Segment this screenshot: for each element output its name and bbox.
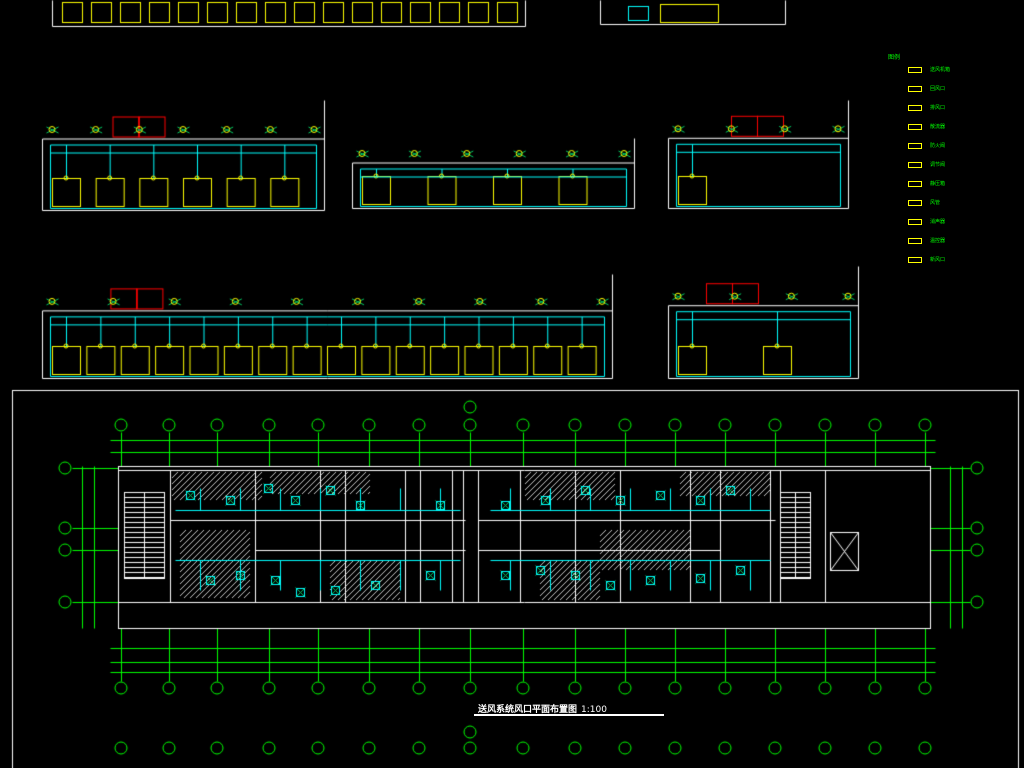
legend-label: 调节阀 [930, 162, 946, 168]
legend-item: 静压箱 [888, 180, 964, 192]
legend-symbol-icon [908, 143, 922, 149]
legend-symbol-icon [908, 200, 922, 206]
legend-label: 散流器 [930, 124, 946, 130]
legend-item: 新风口 [888, 256, 964, 268]
legend-symbol-icon [908, 86, 922, 92]
legend-item: 温控器 [888, 237, 964, 249]
legend-label: 防火阀 [930, 143, 946, 149]
legend-item: 散流器 [888, 123, 964, 135]
legend-symbol-icon [908, 181, 922, 187]
legend-symbol-icon [908, 162, 922, 168]
legend-symbol-icon [908, 257, 922, 263]
legend-item: 送风机箱 [888, 66, 964, 78]
plan-scale: 1:100 [581, 705, 607, 715]
legend-symbol-icon [908, 238, 922, 244]
legend-label: 静压箱 [930, 181, 946, 187]
legend-label: 温控器 [930, 238, 946, 244]
legend-item: 调节阀 [888, 161, 964, 173]
legend-symbol-icon [908, 124, 922, 130]
legend-symbol-icon [908, 105, 922, 111]
legend-symbol-icon [908, 219, 922, 225]
legend-label: 消声器 [930, 219, 946, 225]
legend-label: 送风机箱 [930, 67, 951, 73]
plan-title-underline [474, 714, 664, 716]
legend-label: 风管 [930, 200, 941, 206]
legend-title: 图例 [888, 54, 901, 61]
legend-item: 消声器 [888, 218, 964, 230]
legend-symbol-icon [908, 67, 922, 73]
plan-title-text: 送风系统风口平面布置图 [478, 705, 578, 715]
legend-item: 回风口 [888, 85, 964, 97]
legend: 图例 送风机箱回风口排风口散流器防火阀调节阀静压箱风管消声器温控器新风口 [888, 52, 964, 272]
legend-label: 回风口 [930, 86, 946, 92]
legend-item: 排风口 [888, 104, 964, 116]
legend-label: 排风口 [930, 105, 946, 111]
legend-label: 新风口 [930, 257, 946, 263]
legend-item: 风管 [888, 199, 964, 211]
legend-item: 防火阀 [888, 142, 964, 154]
